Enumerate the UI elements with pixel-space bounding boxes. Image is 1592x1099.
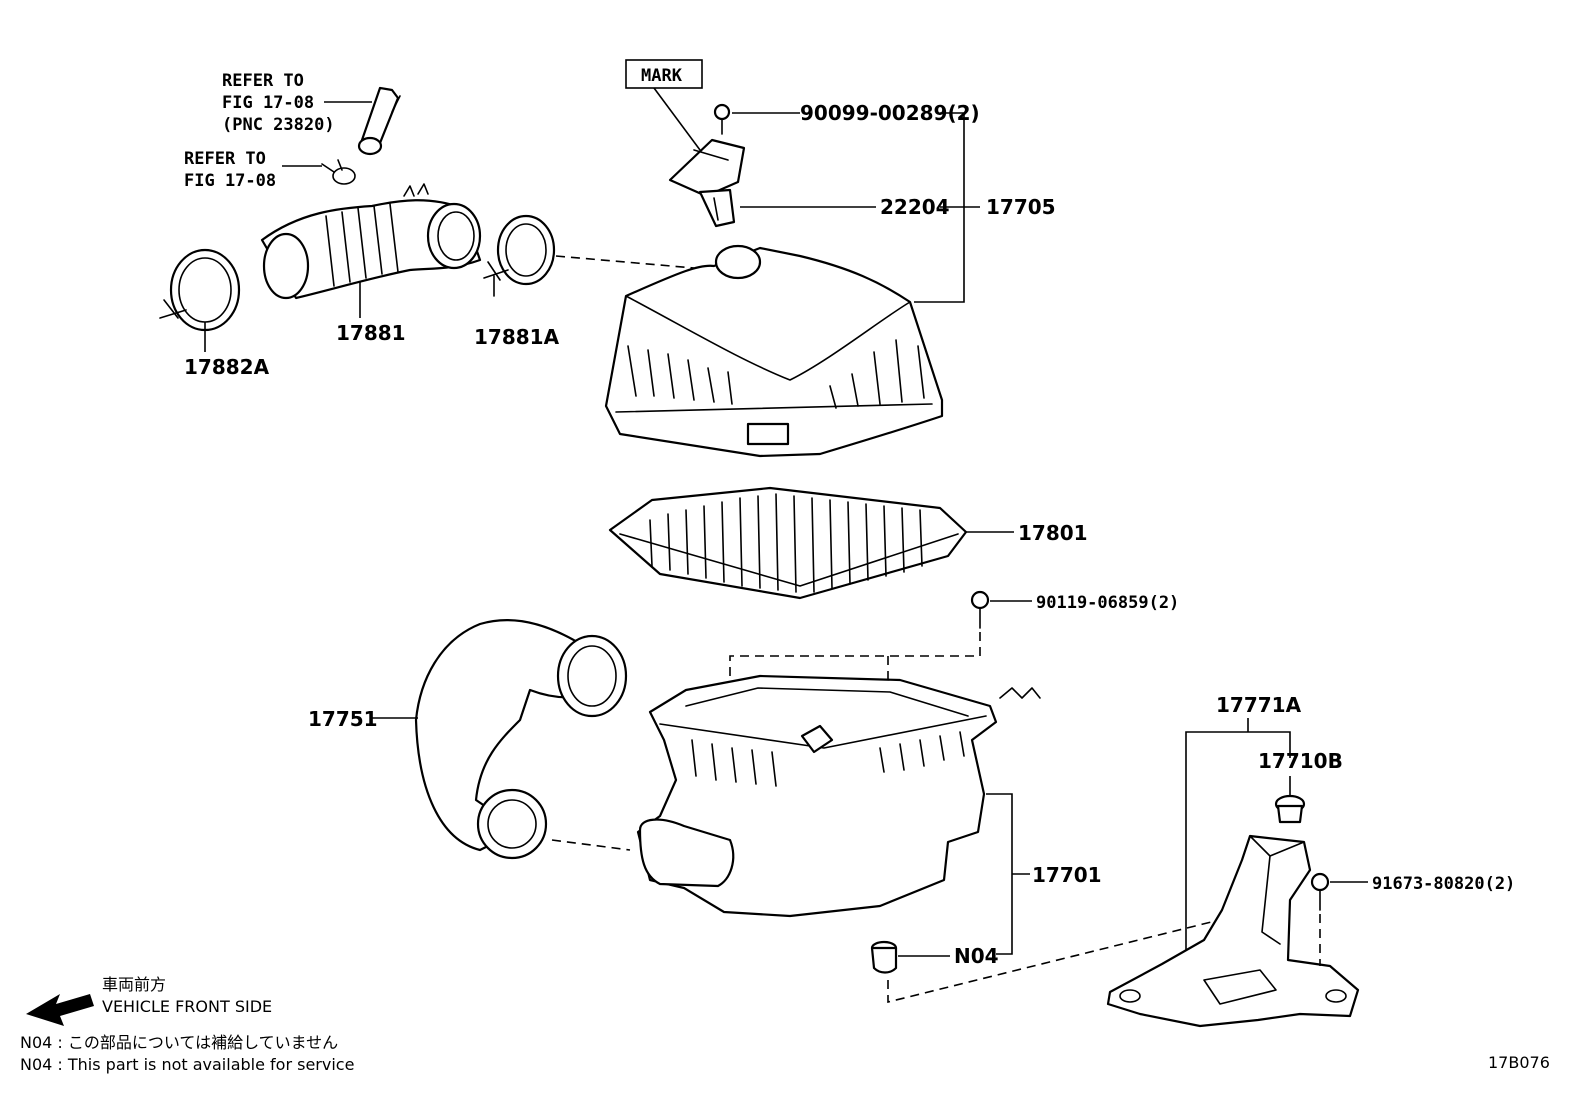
part-17881a-label: 17881A — [474, 325, 560, 349]
intake-hose-17881 — [260, 183, 482, 300]
part-17705-label: 17705 — [986, 195, 1056, 219]
bolt-90119 — [970, 590, 990, 629]
refer-clip-illustration — [321, 159, 356, 185]
refer-label-2a: REFER TO — [184, 149, 266, 169]
air-cleaner-case-17701 — [636, 674, 998, 918]
note-jp: N04 : この部品については補給していません — [20, 1033, 338, 1052]
screw-90099 — [713, 103, 731, 135]
part-n04-label: N04 — [954, 944, 999, 968]
mark-label: MARK — [641, 66, 683, 86]
refer-hose-illustration — [357, 86, 401, 156]
front-label-jp: 車両前方 — [102, 975, 166, 994]
part-17701-label: 17701 — [1032, 863, 1102, 887]
part-90119-label: 90119-06859(2) — [1036, 593, 1179, 613]
part-22204-label: 22204 — [880, 195, 950, 219]
figure-id: 17B076 — [1488, 1053, 1550, 1072]
grommet-n04 — [870, 940, 898, 974]
part-17881-label: 17881 — [336, 321, 406, 345]
airflow-sensor-22204 — [668, 138, 746, 228]
mark-box — [625, 59, 703, 89]
clamp-17882a — [159, 248, 241, 332]
part-17882a-label: 17882A — [184, 355, 270, 379]
refer-label-1b: FIG 17-08 — [222, 93, 314, 113]
air-cleaner-cover-17705 — [604, 244, 944, 458]
part-17710b-label: 17710B — [1258, 749, 1343, 773]
part-91673-label: 91673-80820(2) — [1372, 874, 1515, 894]
refer-label-2b: FIG 17-08 — [184, 171, 276, 191]
bolt-91673 — [1310, 872, 1330, 911]
note-en: N04 : This part is not available for ser… — [20, 1055, 354, 1074]
refer-label-1a: REFER TO — [222, 71, 304, 91]
inlet-duct-17751 — [414, 619, 628, 860]
clamp-17881a — [483, 214, 556, 297]
refer-label-1c: (PNC 23820) — [222, 115, 335, 135]
front-arrow-icon — [26, 994, 94, 1026]
front-label-en: VEHICLE FRONT SIDE — [102, 997, 272, 1016]
part-17771a-label: 17771A — [1216, 693, 1302, 717]
air-filter-element-17801 — [608, 486, 968, 600]
part-17751-label: 17751 — [308, 707, 378, 731]
grommet-17710b — [1274, 794, 1306, 824]
part-17801-label: 17801 — [1018, 521, 1088, 545]
bracket-17771a — [1106, 834, 1360, 1028]
